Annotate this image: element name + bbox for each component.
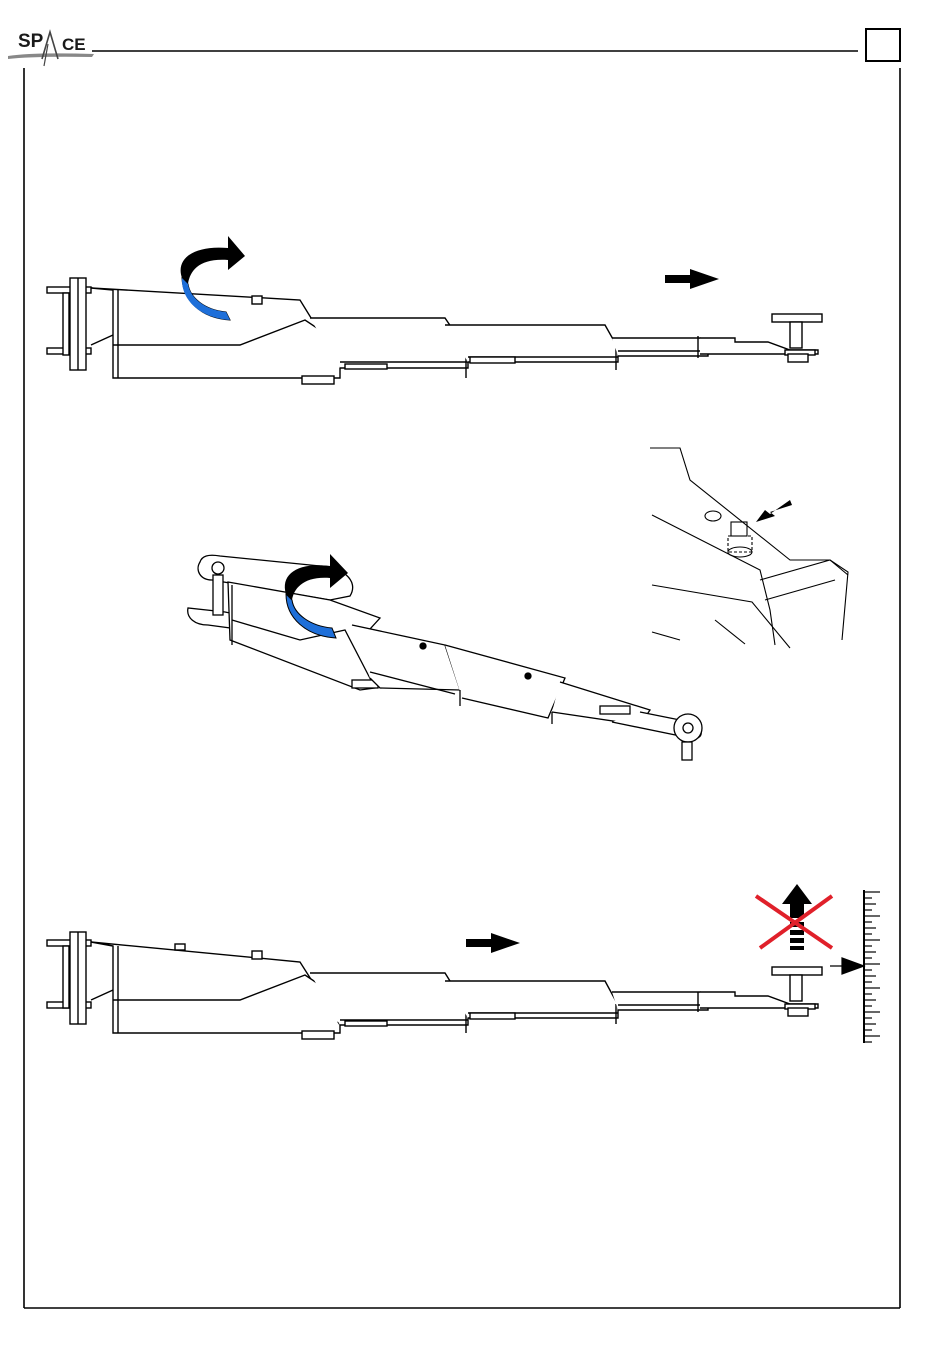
pointer-arrow-icon bbox=[756, 500, 792, 522]
push-direction-arrow-icon bbox=[665, 269, 719, 289]
lift-prohibited-icon bbox=[756, 884, 832, 950]
arm-perspective-view bbox=[188, 555, 702, 760]
arm-extended-side-view bbox=[47, 278, 822, 384]
wall-scale-icon bbox=[830, 890, 880, 1043]
push-direction-arrow-icon bbox=[466, 933, 520, 953]
pin-detail-view bbox=[650, 448, 848, 648]
arm-retracted-side-view bbox=[47, 932, 822, 1039]
